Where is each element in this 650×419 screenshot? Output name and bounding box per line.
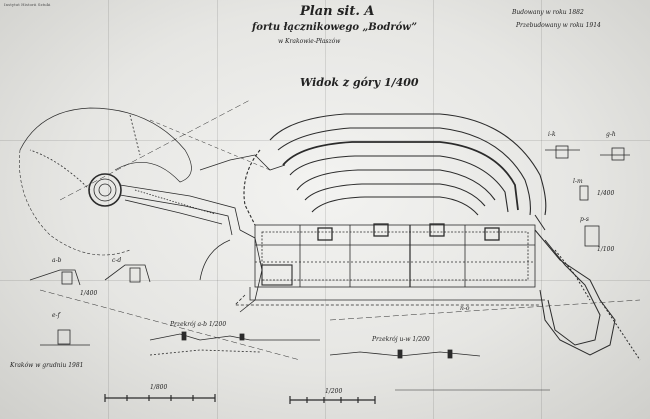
fold-line [325, 0, 326, 419]
scale-bar-200 [289, 396, 376, 404]
built-year: Budowany w roku 1882 [512, 9, 584, 16]
scale-bar-800 [104, 394, 216, 402]
plan-subtitle: fortu łącznikowego „Bodrów” [252, 22, 418, 33]
plan-location: w Krakowie-Płaszów [278, 38, 341, 45]
fold-line [0, 280, 650, 281]
western-redoubt [19, 107, 192, 256]
view-title: Widok z góry 1/400 [300, 76, 419, 89]
connecting-passage [119, 154, 286, 313]
scale-bar-label: 1/800 [150, 384, 168, 391]
section-label-l-m: l-m [573, 178, 583, 185]
section-label-e-f: e-f [52, 312, 60, 319]
profile-label: Przekrój u-w 1/200 [372, 336, 430, 343]
fold-line [433, 0, 434, 419]
detail-sections [545, 145, 630, 247]
fold-line [108, 0, 109, 419]
rebuilt-year: Przebudowany w roku 1914 [516, 22, 601, 29]
plan-title: Plan sit. A [300, 4, 375, 19]
section-lines [39, 99, 641, 361]
eastern-bastion [534, 214, 641, 361]
scale-mark: 1/400 [80, 290, 98, 297]
section-label-c-d: c-d [112, 257, 122, 264]
profile-strips [149, 331, 481, 359]
section-label-p-s: p-s [580, 216, 589, 223]
profile-label: Przekrój a-b 1/200 [170, 321, 227, 328]
fold-line [541, 0, 542, 419]
left-sections [29, 264, 151, 346]
place-date: Kraków w grudniu 1981 [10, 362, 84, 369]
institution-stamp: Instytut Historii Sztuki [4, 2, 51, 7]
section-label-g-h: g-h [606, 131, 616, 138]
section-label-a-b: a-b [52, 257, 62, 264]
section-label-n-o: n-o [460, 305, 470, 312]
fold-line [0, 140, 650, 141]
fold-line [217, 0, 218, 419]
section-label-i-k: i-k [548, 131, 556, 138]
scale-mark: 1/100 [597, 246, 615, 253]
main-rampart [243, 113, 547, 226]
scale-mark: 1/400 [597, 190, 615, 197]
barracks-block [234, 223, 545, 306]
scale-bar-label: 1/200 [325, 388, 343, 395]
